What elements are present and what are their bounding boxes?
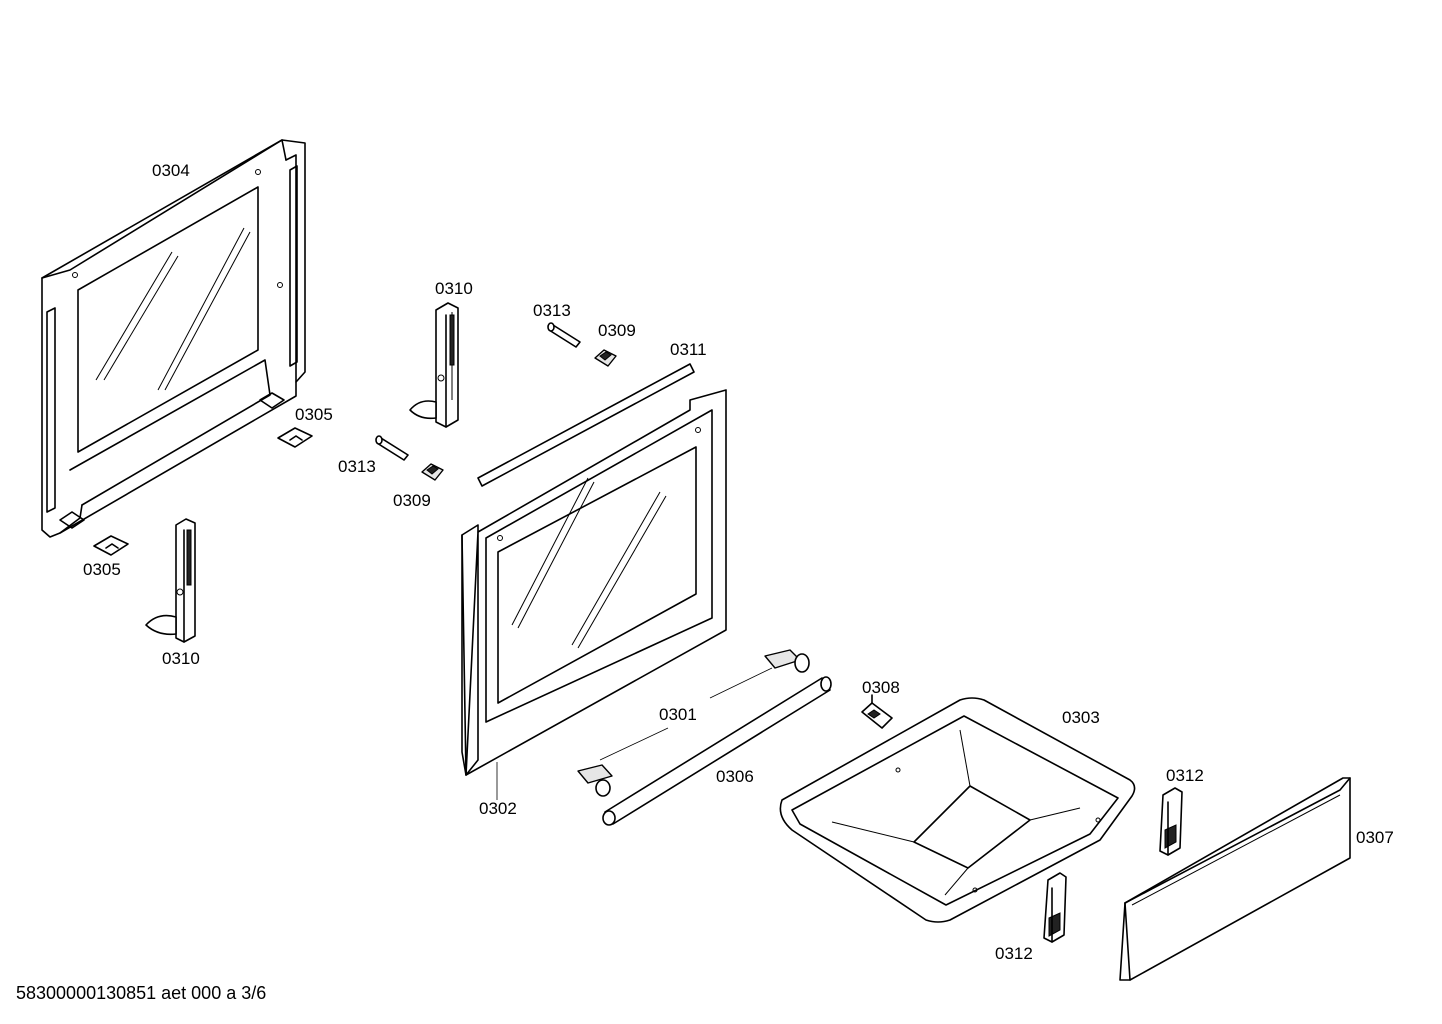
clip-part-0305-bottom	[93, 535, 129, 556]
outer-door-part-0302	[461, 389, 727, 776]
part-label-0305-top: 0305	[295, 405, 333, 424]
seal-strip-part-0311	[477, 363, 695, 487]
runner-part-0312-top	[1159, 787, 1183, 856]
handle-rod-part-0306	[602, 676, 832, 826]
inner-door-frame-part-0304	[41, 139, 306, 538]
drawer-front-part-0307	[1119, 777, 1351, 981]
part-label-0303: 0303	[1062, 708, 1100, 727]
part-label-0313-top: 0313	[533, 301, 571, 320]
pin-part-0313-bottom	[375, 435, 409, 461]
hinge-part-0310-bottom	[145, 518, 196, 643]
part-label-0301: 0301	[659, 705, 697, 724]
part-label-0313-bottom: 0313	[338, 457, 376, 476]
bracket-part-0309-top	[594, 349, 617, 367]
hinge-part-0310-top	[409, 302, 459, 428]
clip-part-0305-top	[277, 427, 313, 448]
part-label-0305-bottom: 0305	[83, 560, 121, 579]
drawing-reference-footer: 58300000130851 aet 000 a 3/6	[16, 983, 267, 1003]
part-label-0311: 0311	[670, 340, 707, 359]
part-label-0312-bottom: 0312	[995, 944, 1033, 963]
runner-part-0312-bottom	[1043, 872, 1067, 943]
drawer-tray-part-0303	[779, 697, 1136, 923]
part-label-0304: 0304	[152, 161, 190, 180]
part-label-0310-bottom: 0310	[162, 649, 200, 668]
part-label-0306: 0306	[716, 767, 754, 786]
part-label-0309-bottom: 0309	[393, 491, 431, 510]
part-label-0309-top: 0309	[598, 321, 636, 340]
part-label-0312-top: 0312	[1166, 766, 1204, 785]
part-label-0308: 0308	[862, 678, 900, 697]
part-label-0307: 0307	[1356, 828, 1394, 847]
part-label-0302: 0302	[479, 799, 517, 818]
pin-part-0313-top	[547, 322, 581, 348]
handle-cap-part-0301	[577, 649, 810, 797]
bracket-part-0309-bottom	[421, 463, 444, 481]
part-label-0310-top: 0310	[435, 279, 473, 298]
bracket-part-0308	[861, 694, 893, 729]
